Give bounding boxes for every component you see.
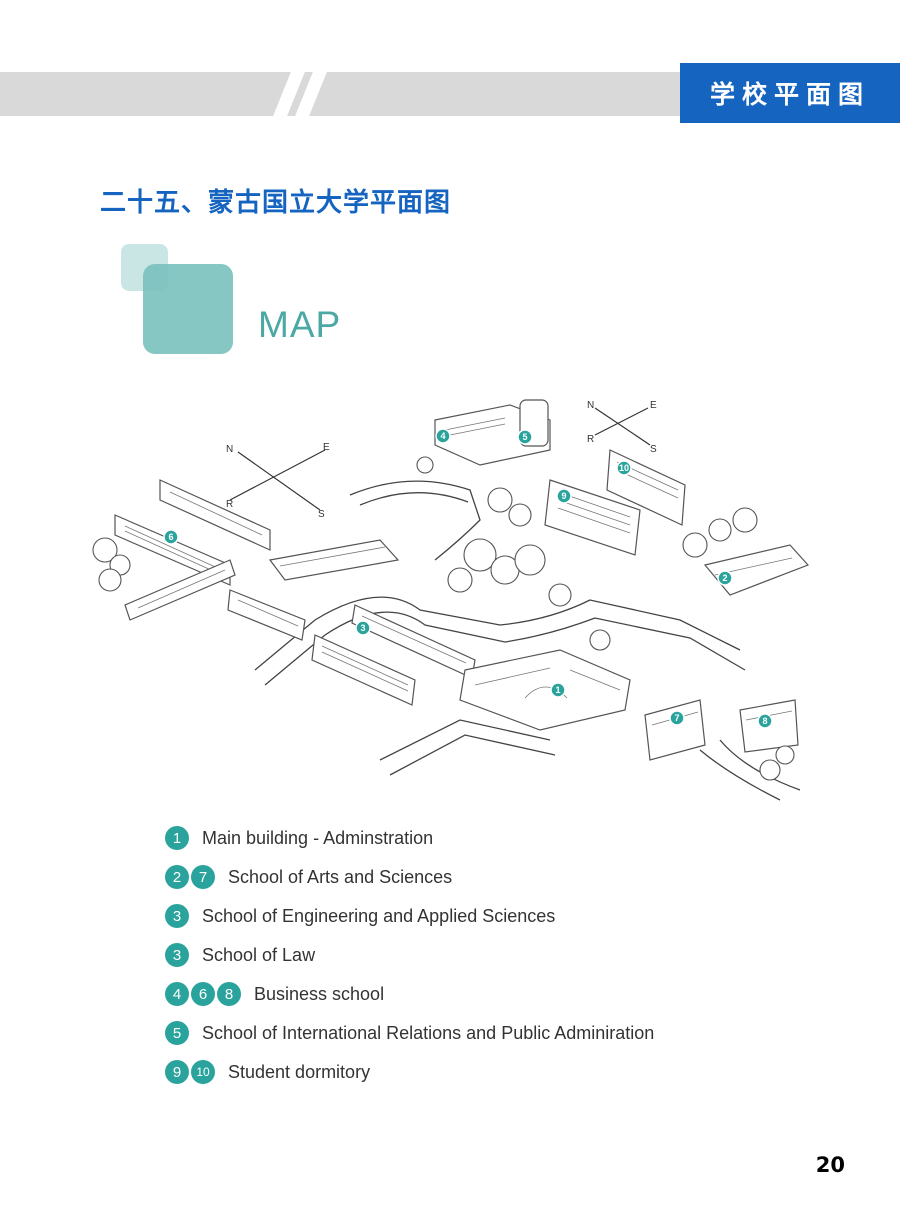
legend-label: School of Law <box>202 944 316 965</box>
svg-text:5: 5 <box>522 432 527 442</box>
svg-text:E: E <box>323 442 330 453</box>
marker-7: 7 <box>669 710 685 726</box>
svg-text:10: 10 <box>619 463 629 473</box>
svg-text:9: 9 <box>561 491 566 501</box>
marker-9: 9 <box>556 488 572 504</box>
svg-text:E: E <box>650 400 657 411</box>
svg-text:R: R <box>226 499 233 510</box>
svg-text:8: 8 <box>762 716 767 726</box>
legend-row: 3 School of Engineering and Applied Scien… <box>165 903 654 929</box>
section-label: 学校平面图 <box>680 63 900 123</box>
building-7-8 <box>644 699 799 761</box>
svg-text:N: N <box>226 444 233 455</box>
decor-square-dark <box>143 264 233 354</box>
marker-8: 8 <box>757 713 773 729</box>
compass-rose-left: N E S R <box>226 442 330 520</box>
legend-number-badge: 2 <box>165 865 189 889</box>
legend-row: 5 School of International Relations and P… <box>165 1020 654 1046</box>
legend-label: Business school <box>254 983 385 1004</box>
svg-text:N: N <box>587 400 594 411</box>
svg-text:3: 3 <box>360 623 365 633</box>
svg-text:4: 4 <box>440 431 445 441</box>
marker-4: 4 <box>435 428 451 444</box>
legend-label: School of Engineering and Applied Scienc… <box>202 905 556 926</box>
legend-number-badge: 6 <box>191 982 215 1006</box>
legend-number-badge: 10 <box>191 1060 215 1084</box>
legend-label: School of International Relations and Pu… <box>202 1022 655 1043</box>
marker-6: 6 <box>163 529 179 545</box>
legend-number-badge: 7 <box>191 865 215 889</box>
legend-row: 1 Main building - Adminstration <box>165 825 654 851</box>
legend-number-badge: 9 <box>165 1060 189 1084</box>
legend-number-badge: 4 <box>165 982 189 1006</box>
svg-text:6: 6 <box>168 532 173 542</box>
legend-row: 3 School of Law <box>165 942 654 968</box>
marker-5: 5 <box>517 429 533 445</box>
svg-text:S: S <box>318 509 325 520</box>
svg-text:1: 1 <box>555 685 560 695</box>
svg-text:7: 7 <box>674 713 679 723</box>
building-1-main <box>459 649 631 731</box>
compass-rose-right: N E S R <box>587 400 657 455</box>
tree-clusters <box>92 456 795 781</box>
building-central-slabs <box>227 539 476 706</box>
legend-label: Student dormitory <box>228 1061 371 1082</box>
building-6-block <box>114 479 271 621</box>
building-2 <box>703 544 810 596</box>
marker-10: 10 <box>616 460 632 476</box>
header-band <box>0 72 680 116</box>
svg-text:R: R <box>587 434 594 445</box>
legend-number-badge: 5 <box>165 1021 189 1045</box>
svg-text:S: S <box>650 444 657 455</box>
marker-3: 3 <box>355 620 371 636</box>
legend-number-badge: 3 <box>165 943 189 967</box>
legend-number-badge: 1 <box>165 826 189 850</box>
legend-number-badge: 3 <box>165 904 189 928</box>
marker-2: 2 <box>717 570 733 586</box>
svg-text:2: 2 <box>722 573 727 583</box>
legend-label: Main building - Adminstration <box>202 827 434 848</box>
map-heading: MAP <box>258 304 342 345</box>
building-4-5-cluster <box>434 399 551 466</box>
page-title: 二十五、蒙古国立大学平面图 <box>100 188 452 218</box>
legend-label: School of Arts and Sciences <box>228 866 453 887</box>
legend-number-badge: 8 <box>217 982 241 1006</box>
marker-1: 1 <box>550 682 566 698</box>
campus-map-illustration: N E S R N E S R 1 2 3 4 5 6 7 8 9 10 <box>92 399 810 801</box>
page-number: 20 <box>815 1153 845 1177</box>
